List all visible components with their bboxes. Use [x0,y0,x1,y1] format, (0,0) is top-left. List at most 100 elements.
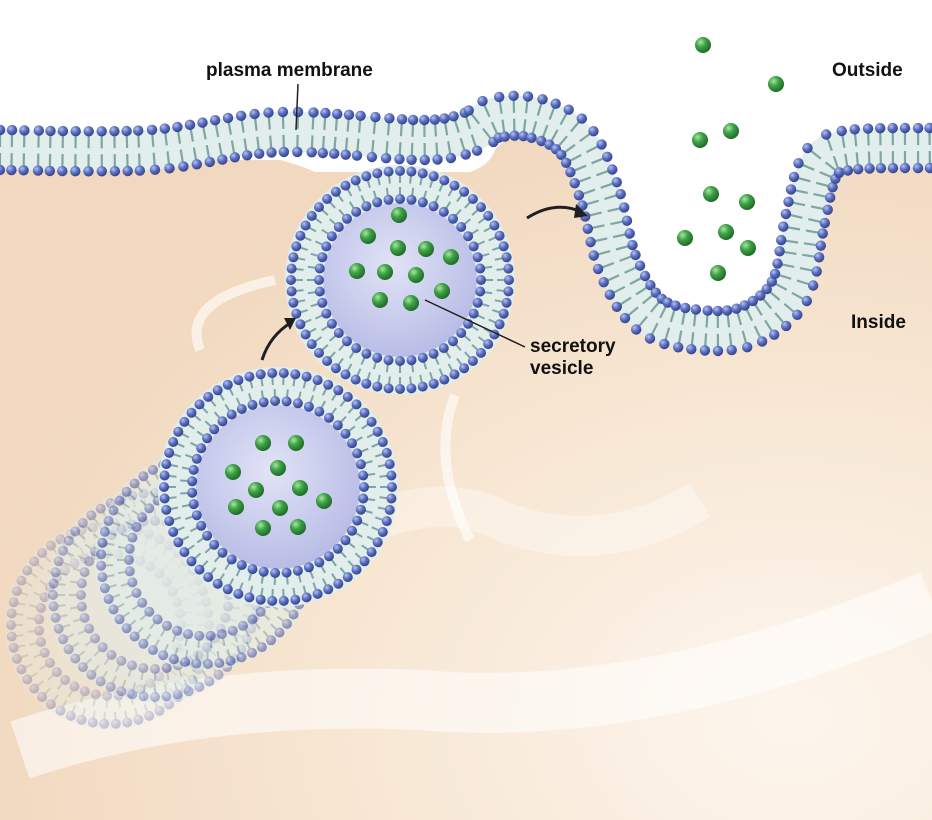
phospholipid-head [494,319,505,330]
phospholipid-head [77,517,88,528]
phospholipid-head [60,675,71,685]
phospholipid-head [428,348,439,359]
phospholipid-head [406,154,417,165]
phospholipid-head [229,152,240,163]
phospholipid-head [194,630,205,641]
phospholipid-head [499,131,510,142]
phospholipid-head [86,510,97,521]
phospholipid-head [822,204,833,215]
phospholipid-head [133,714,144,725]
phospholipid-head [179,547,190,558]
phospholipid-head [477,95,488,107]
phospholipid-head [358,493,369,504]
phospholipid-head [448,336,458,347]
phospholipid-head [109,126,120,137]
phospholipid-head [286,263,297,274]
phospholipid-head [48,590,58,600]
phospholipid-head [875,123,886,134]
phospholipid-head [222,112,234,124]
phospholipid-head [205,630,216,641]
phospholipid-head [90,633,101,644]
green-sphere-icon [377,264,393,280]
phospholipid-head [162,620,172,631]
phospholipid-head [149,164,161,175]
phospholipid-head [173,537,184,548]
phospholipid-head [842,165,854,176]
phospholipid-head [6,608,17,619]
phospholipid-head [386,470,397,481]
phospholipid-head [45,540,56,551]
phospholipid-head [203,391,214,402]
phospholipid-head [278,595,289,606]
phospholipid-head [320,107,331,119]
phospholipid-head [573,190,585,201]
phospholipid-head [164,516,175,527]
green-sphere-icon [255,520,271,536]
phospholipid-head [222,584,233,595]
phospholipid-head [849,124,860,135]
phospholipid-head [109,166,121,177]
phospholipid-head [776,234,787,246]
phospholipid-head [114,614,125,625]
phospholipid-head [45,125,56,137]
phospholipid-head [351,206,362,217]
phospholipid-head [22,674,33,685]
phospholipid-head [347,438,357,449]
phospholipid-head [359,407,370,418]
phospholipid-head [138,638,149,649]
plasma-membrane-label: plasma membrane [206,60,373,81]
phospholipid-head [560,157,572,168]
phospholipid-head [498,241,509,252]
phospholipid-head [340,180,351,191]
phospholipid-head [255,606,266,617]
phospholipid-head [726,344,737,356]
phospholipid-head [116,655,127,666]
phospholipid-head [396,114,408,125]
phospholipid-head [202,433,213,444]
phospholipid-head [194,564,205,575]
phospholipid-head [187,674,198,685]
phospholipid-head [238,620,248,631]
phospholipid-head [755,290,766,301]
phospholipid-head [899,122,911,134]
phospholipid-head [137,512,148,523]
phospholipid-head [314,406,325,417]
phospholipid-head [247,614,258,625]
green-sphere-icon [768,76,784,92]
phospholipid-head [150,692,160,702]
phospholipid-head [395,194,405,204]
phospholipid-head [387,482,397,492]
phospholipid-head [780,208,792,220]
phospholipid-head [108,505,119,516]
phospholipid-head [161,691,172,702]
phospholipid-head [191,510,202,521]
phospholipid-head [34,625,45,636]
phospholipid-head [57,125,69,137]
phospholipid-head [834,167,845,178]
phospholipid-head [778,221,789,232]
phospholipid-head [419,114,430,126]
phospholipid-head [439,113,450,124]
phospholipid-head [76,601,87,612]
phospholipid-head [384,459,395,470]
phospholipid-head [127,660,138,671]
green-sphere-icon [710,265,726,281]
green-sphere-icon [740,240,756,256]
phospholipid-head [342,213,352,224]
phospholipid-head [58,545,69,556]
phospholipid-head [172,625,183,636]
phospholipid-head [191,658,202,669]
phospholipid-head [680,302,691,314]
phospholipid-head [314,286,325,297]
phospholipid-head [864,163,875,174]
phospholipid-head [137,597,148,608]
phospholipid-head [172,689,183,700]
phospholipid-head [372,426,383,437]
phospholipid-head [503,286,514,297]
phospholipid-head [501,252,512,263]
phospholipid-head [329,148,340,159]
phospholipid-head [306,147,317,158]
phospholipid-head [290,369,301,380]
phospholipid-head [0,164,6,176]
phospholipid-head [303,562,314,573]
